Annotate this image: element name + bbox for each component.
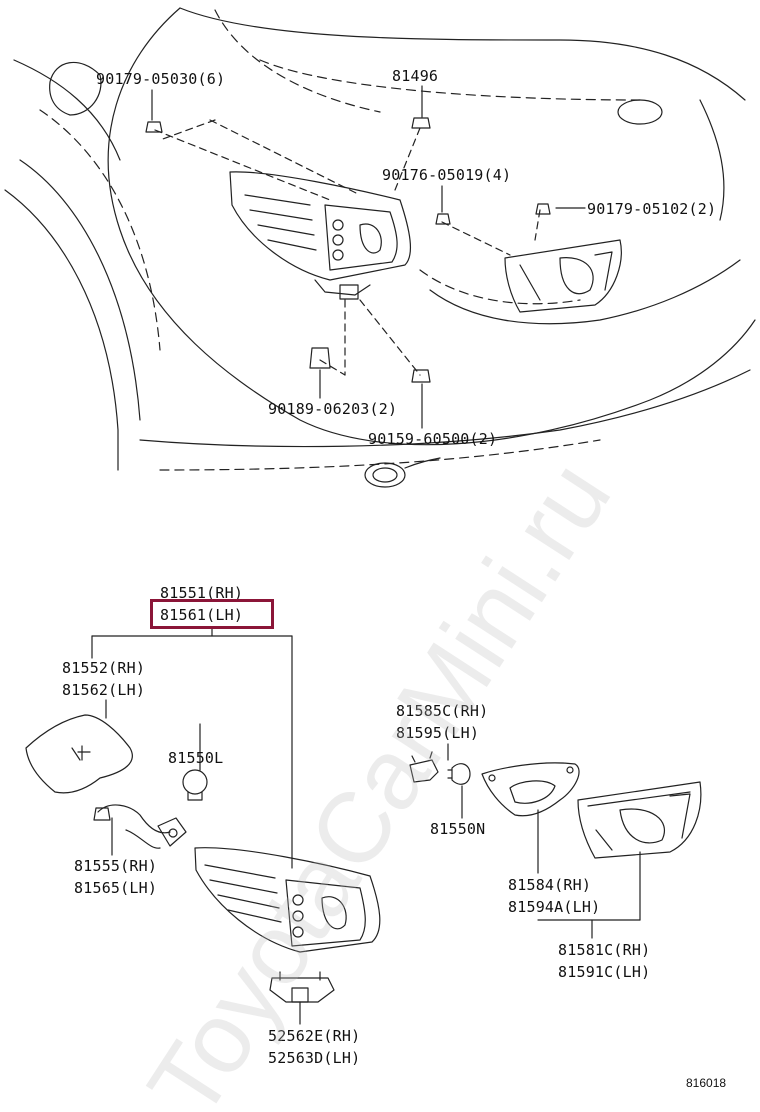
lamp-bracket-part [269, 971, 335, 1003]
assembly-guide-lines [154, 119, 541, 376]
callout-81565-lh[interactable]: 81565(LH) [74, 879, 158, 897]
callout-81595-lh[interactable]: 81595(LH) [396, 724, 480, 742]
vehicle-body-outline [4, 7, 756, 488]
callout-81584-rh[interactable]: 81584(RH) [508, 876, 592, 894]
callout-81550n[interactable]: 81550N [430, 820, 486, 838]
callout-90189-06203[interactable]: 90189-06203(2) [268, 400, 398, 418]
callout-90179-05102[interactable]: 90179-05102(2) [587, 200, 717, 218]
callout-81585c-rh[interactable]: 81585C(RH) [396, 702, 489, 720]
callout-81496[interactable]: 81496 [392, 67, 439, 85]
outer-tail-lamp-installed [229, 171, 411, 300]
inner-lamp-gasket [481, 762, 580, 817]
callout-52563d-lh[interactable]: 52563D(LH) [268, 1049, 361, 1067]
selected-part-highlight [150, 599, 274, 629]
callout-81552-rh[interactable]: 81552(RH) [62, 659, 146, 677]
callout-81551-rh[interactable]: 81551(RH) [160, 584, 244, 602]
callout-90176-05019[interactable]: 90176-05019(4) [382, 166, 512, 184]
bulb-81550l-icon [182, 769, 208, 801]
fastener-icons-top [145, 117, 551, 383]
leader-lines-top [151, 85, 586, 429]
bracket-lines-bottom [91, 627, 641, 1025]
inner-tail-lamp-installed [504, 239, 622, 313]
inner-socket-and-bulb-icons [409, 751, 471, 785]
callout-52562e-rh[interactable]: 52562E(RH) [268, 1027, 361, 1045]
socket-wire-harness [93, 804, 187, 849]
callout-81594a-lh[interactable]: 81594A(LH) [508, 898, 601, 916]
callout-81562-lh[interactable]: 81562(LH) [62, 681, 146, 699]
outer-lamp-gasket [25, 714, 133, 794]
figure-code: 816018 [686, 1076, 727, 1090]
callout-81591c-lh[interactable]: 81591C(LH) [558, 963, 651, 981]
callout-81581c-rh[interactable]: 81581C(RH) [558, 941, 651, 959]
inner-tail-lamp-part [577, 781, 702, 859]
callout-81550l[interactable]: 81550L [168, 749, 224, 767]
callout-81561-lh[interactable]: 81561(LH) [160, 606, 244, 624]
callout-81555-rh[interactable]: 81555(RH) [74, 857, 158, 875]
callout-90179-05030[interactable]: 90179-05030(6) [96, 70, 226, 88]
outer-tail-lamp-part [194, 847, 381, 953]
callout-90159-60500[interactable]: 90159-60500(2) [368, 430, 498, 448]
